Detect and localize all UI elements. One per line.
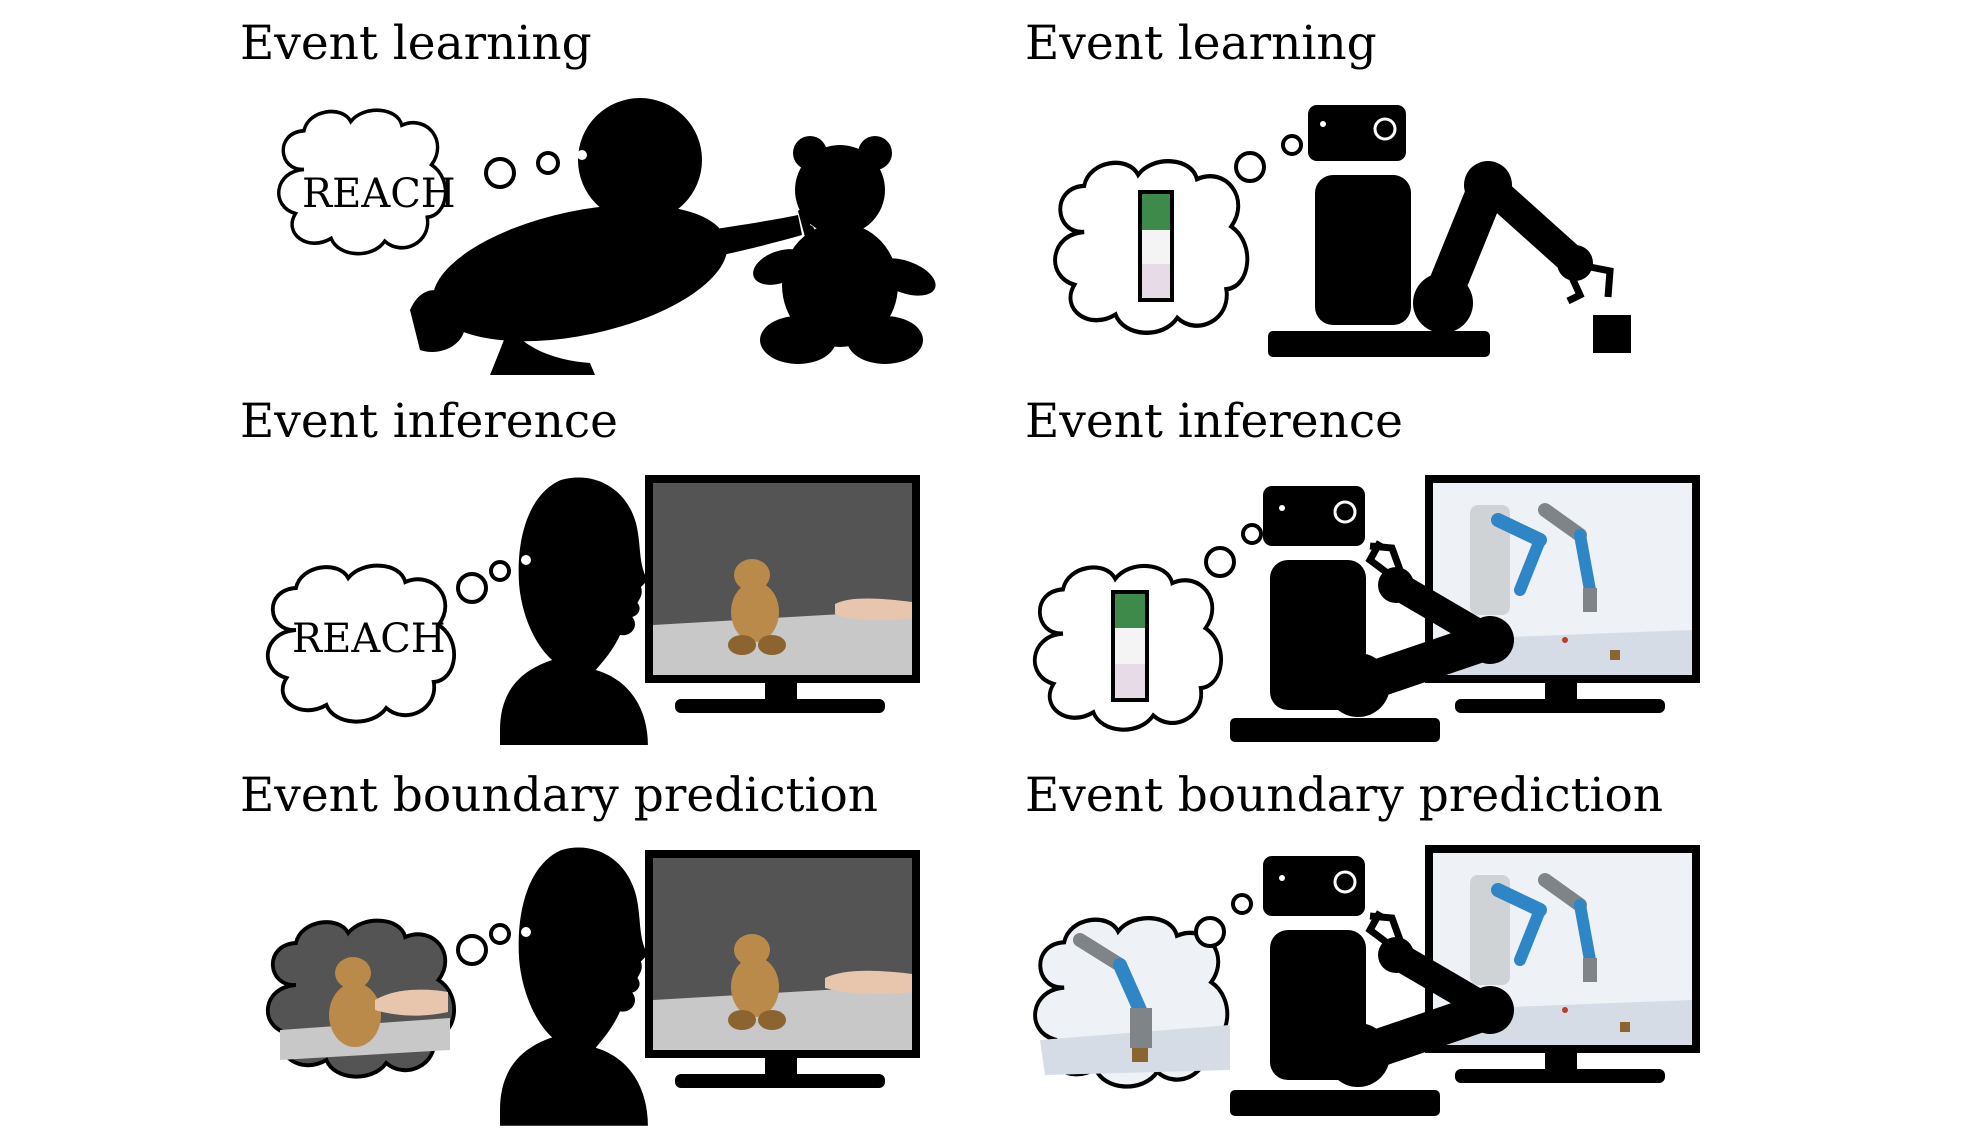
hand-icon [375,989,448,1016]
plush-toy-icon [329,957,381,1047]
robot-silhouette [1230,856,1514,1116]
monitor-icon [645,850,920,1088]
thought-bubble-label: REACH [302,171,456,217]
thought-bubble-icon [1035,893,1253,1087]
monitor-icon [1425,845,1700,1083]
title-boundary-prediction-child: Event boundary prediction [240,768,879,823]
robot-boundary-scene [1020,845,1700,1116]
gauge-bar-icon [1111,590,1149,702]
robot-silhouette [1268,105,1631,357]
robot-arm-video-icon [1470,503,1620,660]
title-event-inference-robot: Event inference [1025,394,1403,449]
child-silhouette [500,847,648,1126]
title-event-learning-infant: Event learning [240,16,592,71]
robot-inference-scene [1020,475,1700,742]
child-inference-scene: REACH [265,475,920,745]
thought-bubble-icon: REACH [265,560,511,724]
hand-icon [825,970,912,995]
monitor-icon [1425,475,1700,713]
robot-silhouette [1230,486,1514,742]
teddy-bear-silhouette [753,136,936,364]
robot-learning-scene [1040,105,1631,357]
monitor-icon [645,475,920,713]
child-silhouette [500,477,648,745]
title-boundary-prediction-robot: Event boundary prediction [1025,768,1664,823]
plush-toy-icon [728,934,786,1030]
infant-silhouette [410,98,815,375]
title-event-learning-robot: Event learning [1025,16,1377,71]
thought-bubble-label: REACH [292,616,446,662]
thought-bubble-icon: REACH [276,108,560,256]
child-boundary-scene [265,847,920,1126]
hand-icon [835,598,912,621]
robot-arm-video-icon [1073,933,1152,1062]
thought-bubble-icon [1055,134,1303,333]
thought-bubble-icon [265,918,511,1079]
title-event-inference-child: Event inference [240,394,618,449]
plush-toy-icon [728,559,786,655]
robot-arm-video-icon [1470,873,1630,1032]
thought-bubble-icon [1035,523,1263,730]
gauge-bar-icon [1138,190,1174,302]
infant-reach-scene: REACH [276,98,936,375]
